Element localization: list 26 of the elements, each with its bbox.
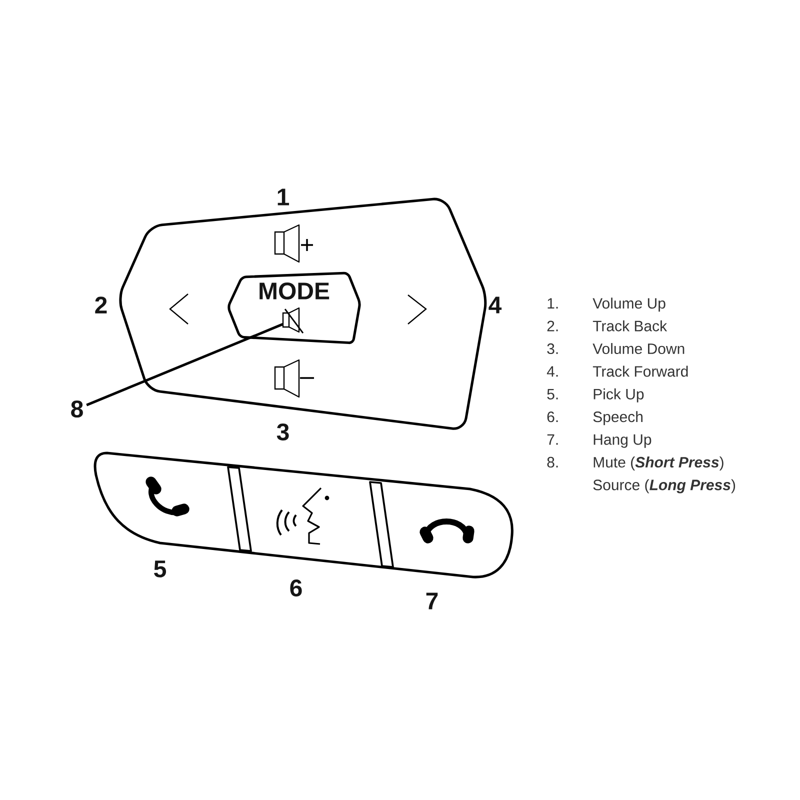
list-number: 3. xyxy=(547,343,558,354)
list-item: Pick Up xyxy=(594,388,644,402)
list-item: Track Back xyxy=(592,320,668,332)
callout-number: 4 xyxy=(488,296,502,314)
callout-number: 8 xyxy=(71,400,83,418)
list-item: Volume Down xyxy=(592,343,684,354)
list-number: 2. xyxy=(547,320,558,332)
leader-line xyxy=(86,323,284,406)
list-item: Hang Up xyxy=(594,434,652,448)
list-item: Speech xyxy=(593,411,642,426)
list-number: 5. xyxy=(547,389,558,400)
button-bar xyxy=(94,452,514,578)
callout-number: 5 xyxy=(154,560,166,578)
list-number: 7. xyxy=(547,434,558,445)
callout-number: 2 xyxy=(95,296,107,314)
list-number: 8. xyxy=(547,456,558,468)
mode-button: MODE xyxy=(228,272,361,344)
callout-number: 1 xyxy=(278,188,290,206)
list-item: Volume Up xyxy=(592,298,666,312)
list-number: 1. xyxy=(548,298,558,308)
list-number: 4. xyxy=(546,366,558,377)
list-number: 6. xyxy=(547,412,558,422)
list-item: Source (Long Press) xyxy=(593,479,736,494)
mute-icon xyxy=(282,307,304,334)
list-item: Track Forward xyxy=(592,366,688,377)
list-item: Mute (Short Press) xyxy=(594,456,724,470)
